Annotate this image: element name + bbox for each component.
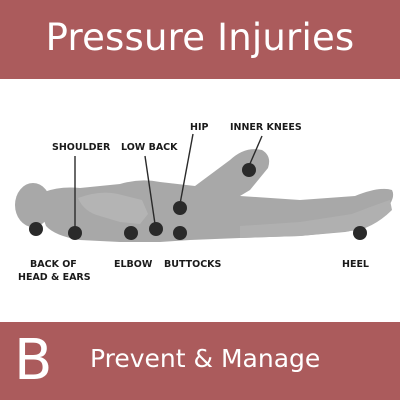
label-shoulder: SHOULDER	[52, 142, 111, 153]
label-hip: HIP	[190, 122, 208, 133]
leader-lines	[74, 133, 263, 228]
arm	[78, 192, 148, 224]
label-inner-knees: INNER KNEES	[230, 122, 302, 133]
marker-elbow	[124, 226, 138, 240]
lower-leg	[240, 200, 392, 238]
label-buttocks: BUTTOCKS	[164, 259, 222, 270]
body-labels: SHOULDER LOW BACK HIP INNER KNEES BACK O…	[18, 122, 369, 283]
marker-buttocks	[173, 226, 187, 240]
marker-inner-knees	[242, 163, 256, 177]
body-diagram: SHOULDER LOW BACK HIP INNER KNEES BACK O…	[15, 122, 394, 283]
series-letter: B	[14, 328, 53, 393]
head	[15, 183, 51, 227]
marker-back-of-head	[29, 222, 43, 236]
label-back-of-head-2: HEAD & EARS	[18, 272, 91, 283]
marker-shoulder	[68, 226, 82, 240]
label-back-of-head-1: BACK OF	[30, 259, 77, 270]
label-low-back: LOW BACK	[121, 142, 178, 153]
pressure-markers	[29, 163, 367, 240]
footer-banner	[0, 322, 400, 400]
body-silhouette	[15, 149, 394, 242]
label-elbow: ELBOW	[114, 259, 153, 270]
title-banner	[0, 0, 400, 79]
page-title: Pressure Injuries	[45, 16, 355, 59]
marker-low-back	[149, 222, 163, 236]
label-heel: HEEL	[342, 259, 369, 270]
marker-hip	[173, 201, 187, 215]
marker-heel	[353, 226, 367, 240]
footer-subtitle: Prevent & Manage	[90, 344, 321, 373]
